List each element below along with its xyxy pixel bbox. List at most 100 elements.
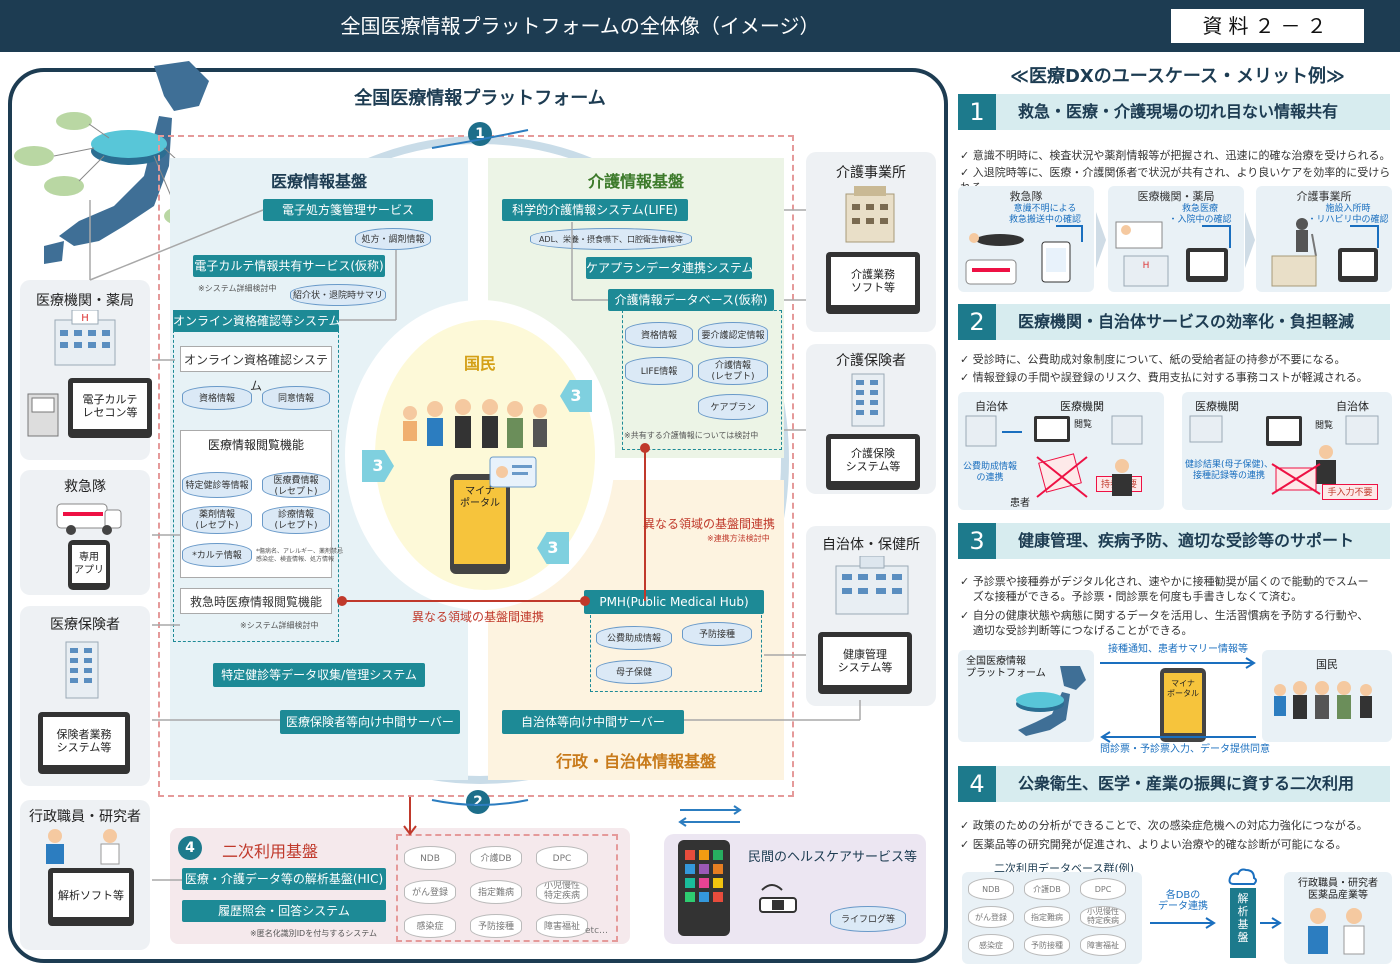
svg-text:H: H	[81, 313, 89, 324]
care-facility-icon	[845, 186, 895, 243]
pmh-system: PMH(Public Medical Hub)	[584, 590, 764, 614]
secondary-db-item: 感染症	[404, 914, 456, 938]
usecase-1-number: 1	[958, 94, 996, 130]
usecase-1-card-2-title: 医療機関・薬局	[1137, 190, 1215, 203]
ambulance-screen: 専用 アプリ	[72, 545, 106, 583]
japan-map-icon	[14, 61, 224, 264]
secondary-db-item: 小児慢性 特定疾病	[1080, 906, 1126, 928]
app-grid-icon	[685, 850, 723, 902]
db-medfee: 医療費情報 (レセプト)	[262, 472, 330, 498]
secondary-db-item: 指定難病	[1024, 906, 1070, 928]
view-function-title: 医療情報閲覧機能	[207, 438, 304, 452]
care-title: 介護情報基盤	[587, 172, 684, 191]
wearable-icon	[759, 884, 797, 913]
gov-title: 行政・自治体情報基盤	[555, 752, 716, 771]
usecase-3-bullet-2-text: 自分の健康状態や病態に関するデータを活用し、生活習慣病を予防する行動や、適切な受…	[972, 609, 1369, 637]
municipality-title: 自治体・保健所	[822, 537, 920, 553]
secondary-db-item: 介護DB	[470, 846, 522, 870]
usecase-2-left-hospital: 医療機関	[1060, 400, 1104, 413]
life-system: 科学的介護情報システム(LIFE)	[502, 199, 688, 221]
usecase-4-bullet-2: ✓ 医薬品等の研究開発が促進され、よりよい治療や的確な診断が可能になる。	[960, 838, 1347, 851]
usecase-3-top-arrow	[1100, 657, 1256, 669]
admin-title: 行政職員・研究者	[29, 809, 141, 825]
secondary-db-item: 予防接種	[1024, 934, 1070, 956]
platform-title: 全国医療情報プラットフォーム	[354, 88, 606, 109]
secondary-db-item: 障害福祉	[536, 914, 588, 938]
usecase-1-bar: 救急・医療・介護現場の切れ目ない情報共有	[958, 94, 1390, 130]
care-db-receipt: 介護情報 (レセプト)	[698, 357, 768, 385]
usecase-2-right-badge: 手入力不要	[1322, 484, 1378, 500]
usecase-2-bullet-2: ✓ 情報登録の手間や誤登録のリスク、費用支払に対する事務コストが軽減される。	[960, 371, 1368, 384]
usecase-1-bullet-1: ✓ 意識不明時に、検査状況や薬剤情報等が把握され、迅速に的確な治療を受けられる。	[960, 149, 1391, 162]
secondary-db-item: 感染症	[968, 934, 1014, 956]
care-db-cert: 要介護認定情報	[698, 322, 768, 348]
secondary-note: ※匿名化識別IDを付与するシステム	[250, 929, 377, 938]
secondary-etc: etc…	[585, 926, 609, 936]
db-checkup: 特定健診等情報	[182, 472, 252, 498]
db-consent: 同意情報	[262, 386, 330, 410]
usecase-4-link-label: 各DBの データ連携	[1158, 890, 1208, 912]
usecase-1-card-1-illustration	[965, 225, 1083, 285]
usecase-1-card-1-note: 意識不明による 救急搬送中の確認	[1008, 204, 1081, 225]
secondary-db-item: NDB	[404, 846, 456, 870]
medical-title: 医療情報基盤	[270, 172, 367, 191]
eprescription-system: 電子処方箋管理サービス	[263, 199, 433, 221]
db-treatment: 診療情報 (レセプト)	[262, 506, 330, 534]
usecase-2-bullet-1: ✓ 受診時に、公費助成対象制度について、紙の受給者証の持参が不要になる。	[960, 353, 1346, 366]
usecase-2-bullet-1-text: 受診時に、公費助成対象制度について、紙の受給者証の持参が不要になる。	[972, 353, 1346, 366]
gov-middle-server: 自治体等向け中間サーバー	[502, 710, 684, 734]
lifelog-db: ライフログ等	[830, 906, 906, 932]
usecase-3-bullet-1: ✓ 予診票や接種券がデジタル化され、速やかに接種勧奨が届くので能動的でスムーズな…	[960, 575, 1369, 603]
healthcare-title: 民間のヘルスケアサービス等	[748, 850, 918, 865]
usecase-3-top-arrow-label: 接種通知、患者サマリー情報等	[1108, 644, 1248, 655]
db-prescription: 処方・調剤情報	[355, 228, 431, 250]
secondary-title: 二次利用基盤	[222, 842, 319, 861]
usecase-1-arrow-1	[1096, 212, 1106, 268]
secondary-db-item: 障害福祉	[1080, 934, 1126, 956]
step-2-badge: 2	[466, 790, 490, 814]
cloud-icon	[1228, 868, 1257, 885]
gov-db-maternal: 母子保健	[596, 660, 672, 684]
db-qualification: 資格情報	[182, 386, 252, 410]
cross-link-lines	[337, 443, 650, 606]
citizen-label: 国民	[463, 354, 496, 373]
cross-link-note: ※連携方法検討中	[707, 534, 770, 543]
usecase-3-number: 3	[958, 523, 996, 559]
hic-system: 医療・介護データ等の解析基盤(HIC)	[182, 868, 386, 890]
usecase-3-platform-label: 全国医療情報 プラットフォーム	[966, 656, 1046, 679]
page-title: 全国医療情報プラットフォームの全体像（イメージ）	[340, 14, 820, 38]
usecase-4-users-icon	[1308, 908, 1365, 955]
usecase-3-citizen-label: 国民	[1316, 658, 1338, 671]
usecase-3-japan-icon	[1016, 666, 1086, 736]
usecase-3-bottom-arrow	[1100, 731, 1256, 743]
usecase-4-bullet-1: ✓ 政策のための分析ができることで、次の感染症危機への対応力強化につながる。	[960, 819, 1368, 832]
secondary-db-item: がん登録	[404, 880, 456, 904]
care-office-title: 介護事業所	[836, 165, 906, 181]
secondary-db-group	[396, 834, 618, 942]
db-drug: 薬剤情報 (レセプト)	[182, 506, 252, 534]
secondary-db-item: DPC	[1080, 878, 1126, 900]
usecase-2-right-note: 健診結果(母子保健)、 接種記録等の連携	[1184, 460, 1274, 481]
usecase-1-arrow-2	[1245, 212, 1255, 268]
care-office-screen: 介護業務 ソフト等	[831, 257, 915, 305]
kiosk-icon	[27, 393, 59, 437]
id-card-icon	[489, 456, 537, 488]
usecase-3-bar: 健康管理、疾病予防、適切な受診等のサポート	[958, 523, 1390, 559]
city-hall-icon	[835, 556, 909, 615]
usecase-3-citizens-icon	[1274, 681, 1372, 719]
gov-db-aid: 公費助成情報	[596, 626, 672, 650]
secondary-db-item: 小児慢性 特定疾病	[536, 880, 588, 904]
usecase-4-number: 4	[958, 766, 996, 802]
ehr-note: ※システム詳細検討中	[198, 284, 277, 293]
usecase-1-card-2-illustration: H	[1115, 221, 1231, 287]
admin-screen: 解析ソフト等	[53, 873, 129, 917]
usecase-4-bullet-1-text: 政策のための分析ができることで、次の感染症危機への対応力強化につながる。	[972, 819, 1368, 832]
insurer-title: 医療保険者	[50, 617, 120, 633]
care-insurer-screen: 介護保険 システム等	[831, 439, 915, 481]
cross-link-label-vertical: 異なる領域の基盤間連携	[643, 517, 776, 531]
researchers-icon	[46, 829, 120, 865]
inquiry-system: 履歴照会・回答システム	[182, 900, 386, 922]
cross-link-label-horizontal: 異なる領域の基盤間連携	[412, 610, 545, 624]
svg-text:H: H	[1143, 261, 1150, 271]
emergency-note: ※システム詳細検討中	[240, 621, 319, 630]
